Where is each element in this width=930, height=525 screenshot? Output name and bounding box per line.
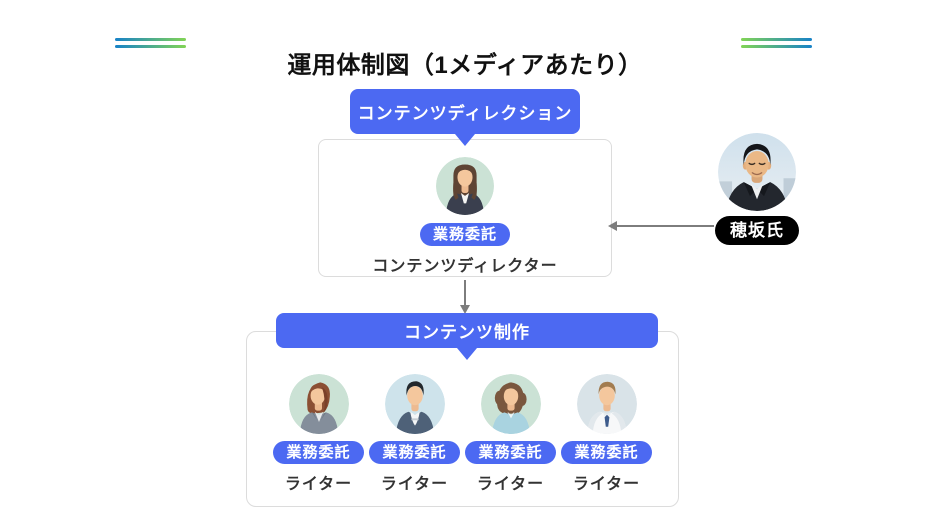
writer-item: 業務委託 ライター: [559, 374, 655, 494]
writer-item: 業務委託 ライター: [271, 374, 367, 494]
writer-avatar-icon: [480, 374, 541, 434]
writer-role-label: ライター: [284, 476, 353, 493]
direction-banner: コンテンツディレクション: [350, 89, 580, 134]
page-title: 運用体制図（1メディアあたり）: [287, 52, 643, 80]
writer-avatar-icon: [288, 374, 349, 434]
gradient-line: [115, 38, 186, 41]
director-card: 業務委託 コンテンツディレクター: [318, 139, 612, 277]
writer-avatar-icon: [576, 374, 637, 434]
writer-item: 業務委託 ライター: [463, 374, 559, 494]
contract-badge: 業務委託: [273, 441, 364, 464]
production-banner: コンテンツ制作: [276, 313, 658, 348]
contract-badge: 業務委託: [465, 441, 556, 464]
production-banner-label: コンテンツ制作: [404, 323, 530, 342]
advisor-photo: [718, 133, 796, 211]
gradient-line: [741, 38, 812, 41]
writers-row: 業務委託 ライター: [247, 374, 678, 494]
contract-badge: 業務委託: [561, 441, 652, 464]
writer-role-label: ライター: [380, 476, 449, 493]
gradient-line: [741, 45, 812, 48]
contract-badge: 業務委託: [419, 223, 510, 246]
production-card: 業務委託 ライター: [246, 331, 679, 507]
advisor-name-badge: 穂坂氏: [715, 216, 799, 245]
arrow-advisor-to-director: [608, 221, 714, 231]
writer-role-label: ライター: [476, 476, 545, 493]
director-avatar-icon: [434, 157, 496, 215]
arrow-director-to-production: [460, 280, 470, 314]
writer-avatar-icon: [384, 374, 445, 434]
direction-banner-label: コンテンツディレクション: [357, 104, 573, 123]
contract-badge: 業務委託: [369, 441, 460, 464]
director-role-label: コンテンツディレクター: [372, 258, 558, 275]
gradient-line: [115, 45, 186, 48]
title-decoration-left: [115, 38, 186, 48]
writer-role-label: ライター: [572, 476, 641, 493]
title-decoration-right: [741, 38, 812, 48]
writer-item: 業務委託 ライター: [367, 374, 463, 494]
